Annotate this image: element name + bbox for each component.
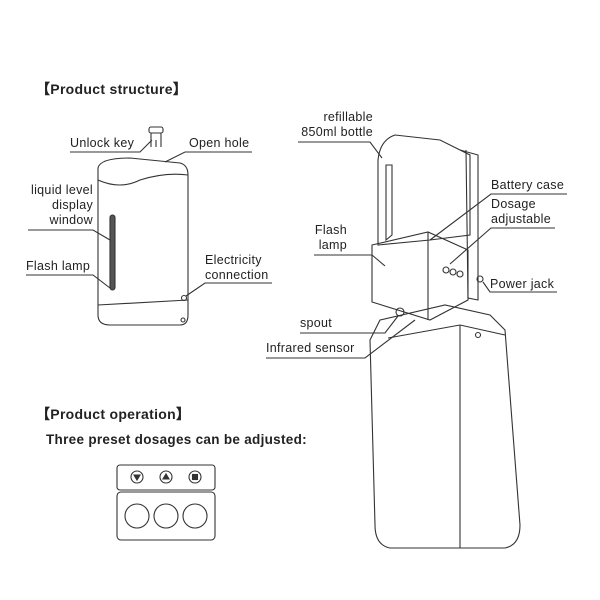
label-battery-case: Battery case (491, 178, 565, 192)
label-infrared-sensor: Infrared sensor (266, 341, 355, 355)
label-spout: spout (300, 316, 333, 330)
label-open-hole: Open hole (189, 136, 250, 150)
label-bottle-2: 850ml bottle (301, 125, 373, 139)
label-liquid-level-2: display (51, 198, 93, 212)
control-panel-drawing (116, 464, 216, 541)
left-leader-lines (26, 139, 272, 297)
label-liquid-level-1: liquid level (31, 183, 93, 197)
label-flash-lamp-right-1: Flash (314, 223, 347, 237)
product-structure-heading: 【Product structure】 (36, 81, 188, 97)
label-electricity-2: connection (205, 268, 269, 282)
dispenser-open-drawing (369, 134, 521, 549)
label-unlock-key: Unlock key (70, 136, 135, 150)
right-leader-lines (266, 141, 567, 359)
label-flash-lamp-right-2: lamp (318, 238, 347, 252)
label-liquid-level-3: window (49, 213, 93, 227)
dispenser-front-drawing (97, 126, 189, 326)
label-power-jack: Power jack (490, 277, 555, 291)
label-dosage-2: adjustable (491, 212, 551, 226)
label-dosage-1: Dosage (491, 197, 536, 211)
operation-subtitle: Three preset dosages can be adjusted: (46, 432, 307, 447)
product-operation-heading: 【Product operation】 (36, 406, 191, 422)
label-electricity-1: Electricity (205, 253, 262, 267)
label-flash-lamp-left: Flash lamp (26, 259, 91, 273)
label-bottle-1: refillable (323, 110, 373, 124)
